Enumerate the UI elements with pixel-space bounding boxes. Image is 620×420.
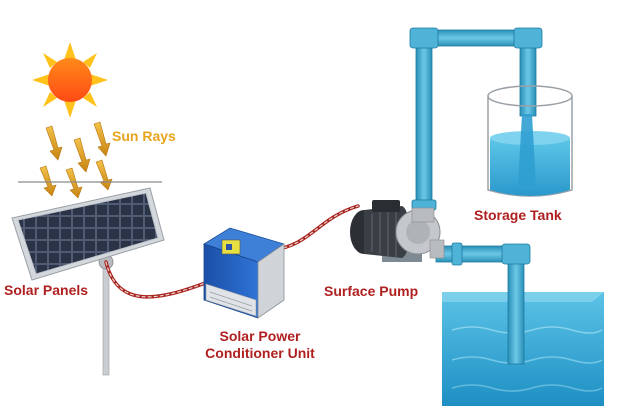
conditioner-unit-label-line2: Conditioner Unit — [205, 345, 315, 361]
power-cables — [104, 204, 360, 299]
solar-panels-label: Solar Panels — [4, 282, 89, 298]
conditioner-unit-label-line1: Solar Power — [219, 328, 301, 344]
surface-pump-label: Surface Pump — [324, 283, 419, 299]
cable-panel-to-unit — [104, 260, 210, 299]
cable-unit-to-pump — [270, 204, 360, 252]
sun-icon — [32, 42, 108, 118]
sun-rays-label: Sun Rays — [112, 128, 176, 144]
conditioner-unit — [203, 227, 285, 319]
ray-arrow-icon — [93, 121, 111, 157]
ray-arrow-icon — [39, 165, 57, 197]
surface-pump — [350, 200, 445, 262]
storage-tank — [487, 85, 573, 197]
ray-arrow-icon — [95, 159, 113, 191]
conditioner-unit-label: Solar Power Conditioner Unit — [190, 328, 330, 362]
ray-arrow-icon — [73, 137, 91, 173]
water-pipes — [409, 27, 543, 365]
water-stream — [518, 114, 536, 186]
ray-arrow-icon — [65, 167, 83, 199]
solar-panel — [11, 187, 165, 376]
ray-arrow-icon — [45, 125, 63, 161]
storage-tank-label: Storage Tank — [474, 207, 562, 223]
sun-rays-arrows — [39, 121, 113, 199]
